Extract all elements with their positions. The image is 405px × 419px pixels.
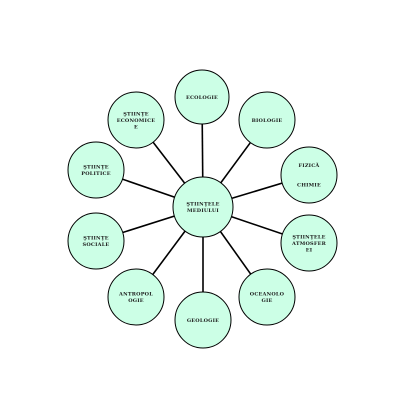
node-label-line: ŞTIINŢE (83, 165, 109, 171)
node-label-line: ECOLOGIE (186, 95, 218, 101)
node-label-line: SOCIALE (83, 242, 110, 248)
node-label-line: BIOLOGIE (252, 118, 283, 124)
node-label-line: OCEANOLO (250, 292, 285, 298)
node-geologie: GEOLOGIE (174, 291, 232, 349)
node-ecologie: ECOLOGIE (174, 69, 230, 125)
node-circle (107, 91, 165, 149)
node-circle (238, 268, 296, 326)
node-circle (67, 212, 125, 270)
node-circle (174, 69, 230, 125)
node-circle (107, 268, 165, 326)
node-label-line: ANTROPOL (118, 292, 153, 298)
node-label-line: OGIE (128, 298, 144, 304)
node-label-line: CHIMIE (297, 183, 321, 189)
node-circle (67, 141, 125, 199)
node-label-line: GEOLOGIE (187, 318, 219, 324)
node-circle (280, 146, 338, 204)
node-label-line: ŞTIINŢELE (186, 202, 219, 208)
node-label-line: ECONOMICE (117, 118, 156, 124)
node-label-line: FIZICĂ (299, 161, 320, 169)
node-fizica-chimie: FIZICĂ CHIMIE (280, 146, 338, 204)
center-circle (172, 176, 234, 238)
node-label-line: POLITICE (81, 171, 110, 177)
nodes: ECOLOGIEBIOLOGIEFIZICĂCHIMIEŞTIINŢELEATM… (67, 69, 338, 349)
node-label-line: ATMOSFER (291, 241, 327, 247)
node-label-line: ŞTIINŢE (83, 236, 109, 242)
node-label-line: ŞTIINŢELE (292, 234, 325, 240)
node-label-line: EI (306, 247, 313, 253)
node-biologie: BIOLOGIE (238, 91, 296, 149)
node-label-line: GIE (261, 298, 272, 304)
node-circle (280, 214, 338, 272)
node-label-line: ŞTIINŢE (123, 111, 149, 117)
node-circle (174, 291, 232, 349)
node-circle (238, 91, 296, 149)
node-label-line: E (134, 124, 138, 130)
node-label-line: MEDIULUI (187, 208, 219, 214)
